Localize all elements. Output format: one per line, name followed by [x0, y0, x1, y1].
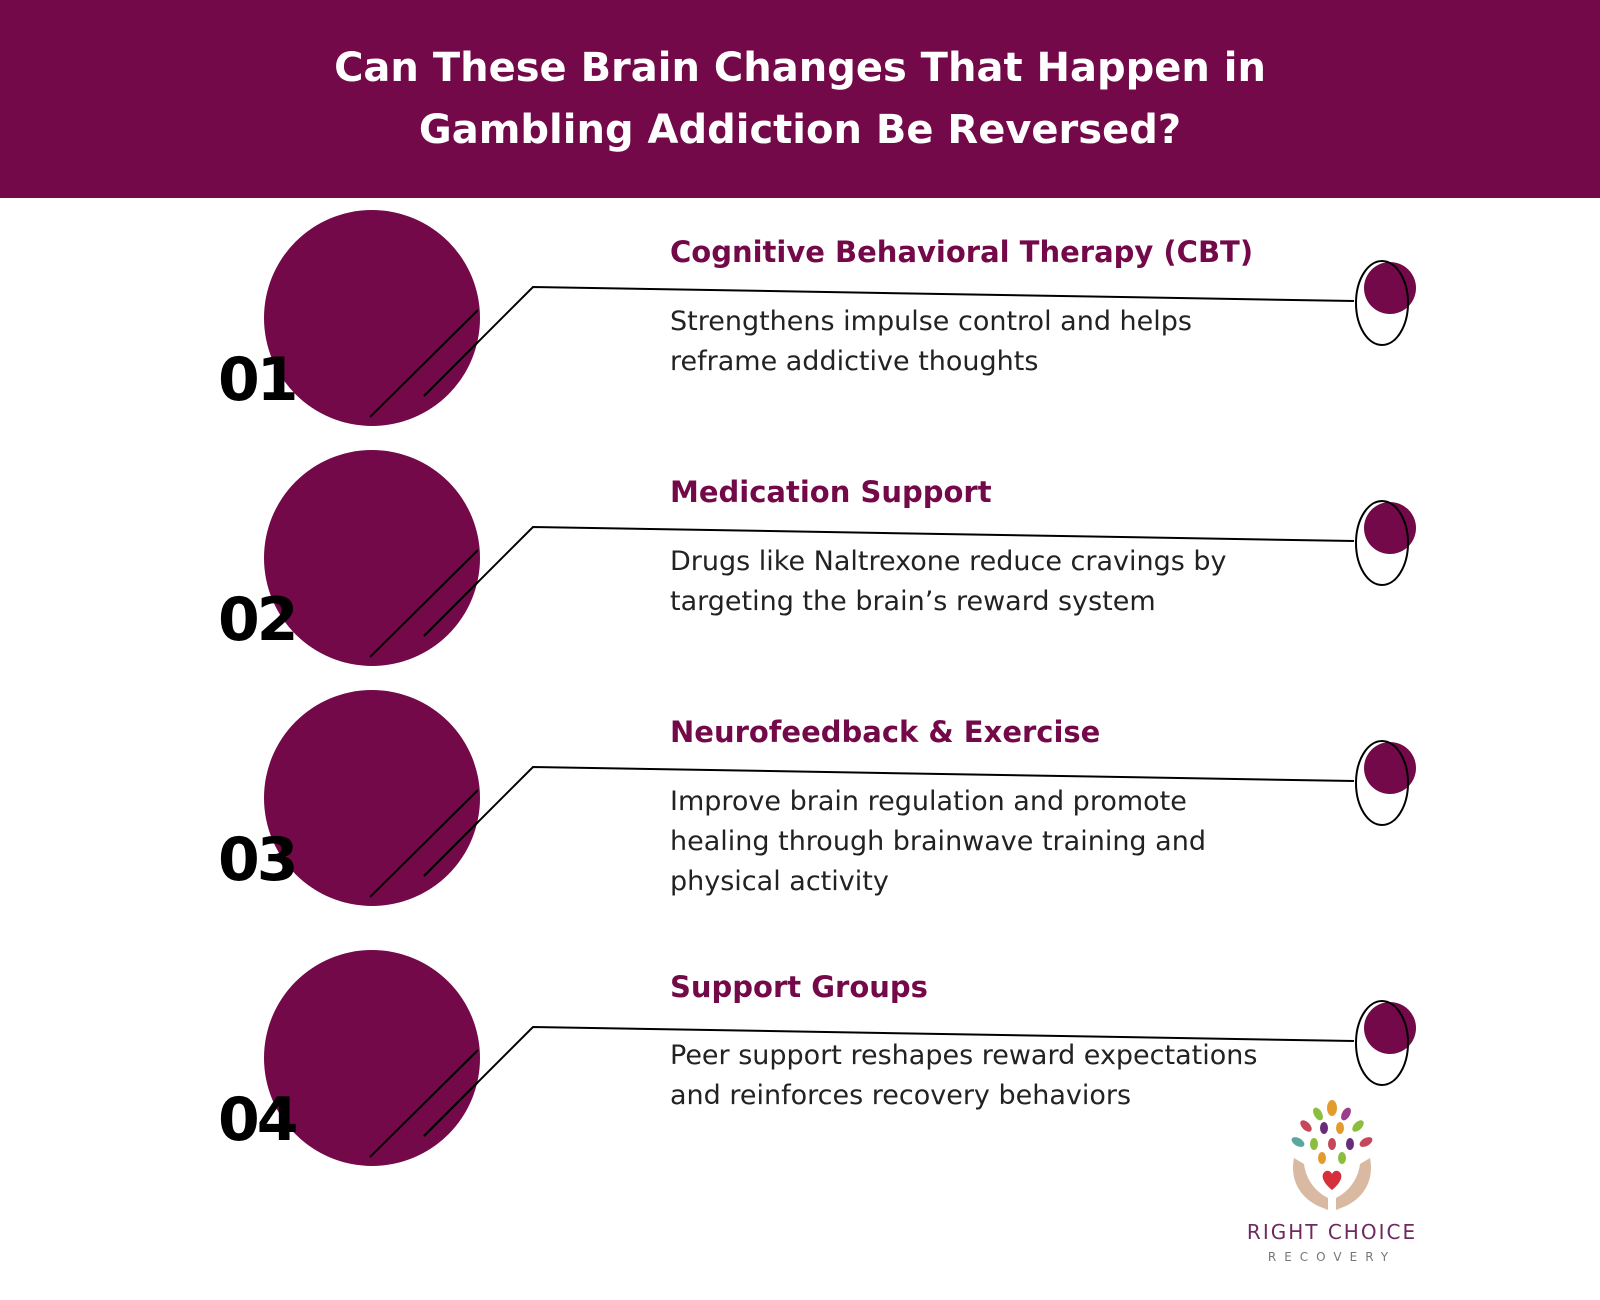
connector-line	[423, 525, 1355, 637]
end-dot	[1364, 502, 1416, 554]
logo-name: RIGHT CHOICE	[1246, 1220, 1418, 1244]
step-description: Drugs like Naltrexone reduce cravings by…	[670, 546, 1227, 617]
brand-logo: RIGHT CHOICE RECOVERY	[1232, 1098, 1432, 1268]
step-description: Strengthens impulse control and helps re…	[670, 306, 1192, 377]
end-ring	[1355, 740, 1409, 826]
step-number: 02	[218, 585, 298, 655]
step-circle	[264, 690, 480, 906]
step-3-decoration	[264, 690, 1416, 906]
step-4-decoration	[264, 950, 1416, 1166]
step-number: 04	[218, 1085, 298, 1155]
end-ring	[1355, 1000, 1409, 1086]
tree-hands-heart-icon	[1291, 1100, 1373, 1210]
end-ring	[1355, 260, 1409, 346]
end-dot	[1364, 1002, 1416, 1054]
end-dot	[1364, 742, 1416, 794]
step-description: Improve brain regulation and promote hea…	[670, 786, 1206, 897]
step-1: 01 Cognitive Behavioral Therapy (CBT) St…	[0, 210, 1600, 450]
logo-subtitle: RECOVERY	[1267, 1250, 1397, 1264]
step-title: Neurofeedback & Exercise	[670, 715, 1101, 749]
step-circle	[264, 950, 480, 1166]
step-circle	[264, 450, 480, 666]
connector-line	[423, 285, 1355, 397]
end-dot	[1364, 262, 1416, 314]
title-line-2: Gambling Addiction Be Reversed?	[418, 107, 1182, 153]
step-number: 01	[218, 345, 298, 415]
step-circle	[264, 210, 480, 426]
header-banner: Can These Brain Changes That Happen in G…	[0, 0, 1600, 198]
end-ring	[1355, 500, 1409, 586]
page-title: Can These Brain Changes That Happen in G…	[200, 37, 1400, 161]
step-3: 03 Neurofeedback & Exercise Improve brai…	[0, 690, 1600, 930]
step-title: Medication Support	[670, 475, 992, 509]
connector-line	[423, 765, 1355, 877]
step-1-decoration	[264, 210, 1416, 426]
step-2: 02 Medication Support Drugs like Naltrex…	[0, 450, 1600, 690]
step-4: 04 Support Groups Peer support reshapes …	[0, 950, 1600, 1190]
step-title: Cognitive Behavioral Therapy (CBT)	[670, 235, 1254, 269]
step-description: Peer support reshapes reward expectation…	[670, 1040, 1258, 1111]
connector-line	[423, 1025, 1355, 1137]
step-number: 03	[218, 825, 298, 895]
step-title: Support Groups	[670, 970, 928, 1004]
step-2-decoration	[264, 450, 1416, 666]
title-line-1: Can These Brain Changes That Happen in	[334, 45, 1266, 91]
